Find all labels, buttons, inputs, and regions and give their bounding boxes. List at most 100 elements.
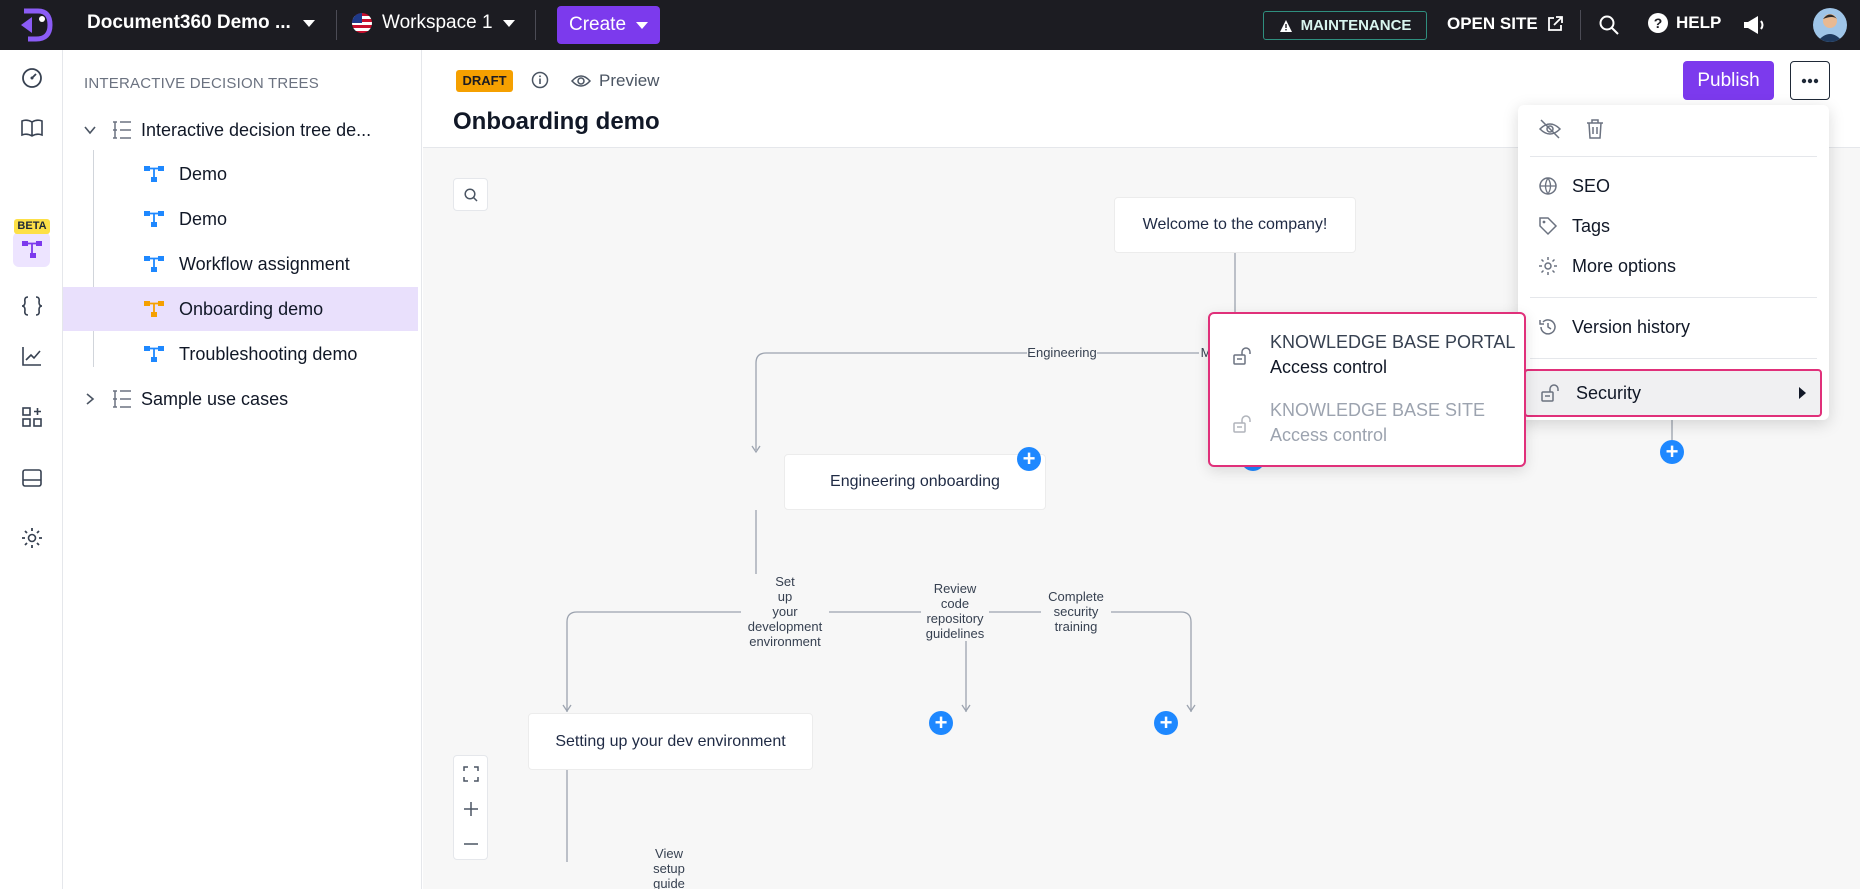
widget-icon[interactable]	[20, 466, 44, 490]
submenu-subtitle: Access control	[1270, 425, 1388, 445]
menu-item-seo[interactable]: SEO	[1538, 168, 1610, 204]
unlock-icon	[1541, 384, 1559, 402]
menu-item-version-history[interactable]: Version history	[1538, 309, 1690, 345]
integrations-icon[interactable]	[20, 405, 44, 429]
tree-folder-interactive[interactable]: Interactive decision tree de...	[63, 108, 418, 152]
maintenance-button[interactable]: MAINTENANCE	[1263, 11, 1427, 40]
tree-item-demo-1[interactable]: Demo	[63, 152, 418, 196]
submenu-heading: KNOWLEDGE BASE PORTAL	[1270, 332, 1516, 352]
edge-label-view-guide: View setup guide	[649, 846, 689, 889]
search-icon[interactable]	[1598, 14, 1620, 36]
history-icon	[1539, 319, 1556, 335]
submenu-item-site-access[interactable]: KNOWLEDGE BASE SITE Access control	[1232, 400, 1485, 446]
code-braces-icon[interactable]	[20, 294, 44, 318]
tree-list-icon	[113, 390, 131, 408]
menu-divider	[1530, 156, 1817, 157]
decision-tree-icon	[144, 211, 164, 227]
workspace-selector[interactable]: Workspace 1	[352, 12, 515, 34]
menu-item-label: SEO	[1572, 175, 1611, 196]
info-icon[interactable]	[530, 70, 550, 90]
analytics-icon[interactable]	[20, 344, 44, 368]
edge-label-set-up: Set up your development environment	[741, 574, 829, 649]
chevron-right-icon[interactable]	[83, 392, 97, 406]
node-dev-environment[interactable]: Setting up your dev environment	[528, 713, 813, 770]
menu-item-more-options[interactable]: More options	[1538, 248, 1676, 284]
book-icon[interactable]	[20, 116, 44, 140]
menu-item-label: Version history	[1572, 316, 1691, 337]
user-avatar[interactable]	[1813, 8, 1847, 42]
chevron-down-icon[interactable]	[83, 123, 97, 137]
preview-button[interactable]: Preview	[571, 71, 659, 91]
tree-item-demo-2[interactable]: Demo	[63, 197, 418, 241]
node-welcome[interactable]: Welcome to the company!	[1114, 197, 1356, 253]
menu-icon-row	[1538, 117, 1606, 141]
decision-tree-icon[interactable]	[20, 238, 44, 262]
menu-item-tags[interactable]: Tags	[1538, 208, 1610, 244]
tree-item-troubleshooting-demo[interactable]: Troubleshooting demo	[63, 332, 418, 376]
globe-icon	[1539, 177, 1557, 195]
zoom-out-button[interactable]	[454, 826, 487, 861]
external-link-icon	[1547, 16, 1563, 31]
canvas-search-button[interactable]	[453, 178, 488, 211]
chevron-down-icon	[302, 19, 315, 27]
more-actions-menu: SEO Tags More options Version history Se…	[1518, 105, 1829, 420]
project-selector[interactable]: Document360 Demo ...	[87, 12, 315, 34]
ellipsis-icon	[1801, 78, 1819, 83]
menu-item-security[interactable]: Security	[1524, 369, 1822, 417]
tree-item-label: Demo	[179, 163, 228, 184]
create-button[interactable]: Create	[557, 6, 660, 44]
delete-trash-icon[interactable]	[1584, 117, 1606, 141]
menu-item-label: Security	[1576, 382, 1642, 403]
us-flag-icon	[352, 13, 372, 33]
decision-tree-canvas[interactable]: Welcome to the company! Engineering onbo…	[423, 148, 1860, 889]
minus-icon	[463, 842, 478, 845]
menu-divider	[1530, 358, 1817, 359]
tree-item-workflow-assignment[interactable]: Workflow assignment	[63, 242, 418, 286]
unlock-icon	[1233, 347, 1251, 365]
decision-tree-sidebar: INTERACTIVE DECISION TREES Interactive d…	[63, 50, 422, 889]
add-node-button[interactable]: +	[1660, 440, 1684, 464]
settings-gear-icon[interactable]	[20, 526, 44, 550]
publish-button[interactable]: Publish	[1683, 61, 1774, 100]
help-button[interactable]: ? HELP	[1648, 13, 1721, 33]
fit-view-button[interactable]	[454, 756, 487, 791]
submenu-item-portal-access[interactable]: KNOWLEDGE BASE PORTAL Access control	[1232, 332, 1515, 378]
add-node-button[interactable]: +	[1154, 711, 1178, 735]
open-site-link[interactable]: OPEN SITE	[1447, 14, 1564, 34]
add-node-button[interactable]: +	[1017, 447, 1041, 471]
tree-item-label: Onboarding demo	[179, 298, 324, 319]
document360-logo-icon[interactable]	[18, 7, 54, 43]
divider	[336, 10, 337, 40]
tree-item-label: Demo	[179, 208, 228, 229]
security-submenu: KNOWLEDGE BASE PORTAL Access control KNO…	[1208, 312, 1526, 467]
dashboard-icon[interactable]	[20, 66, 44, 90]
page-title: Onboarding demo	[453, 108, 660, 135]
node-engineering-onboarding[interactable]: Engineering onboarding	[784, 454, 1046, 510]
workspace-name: Workspace 1	[382, 12, 493, 33]
gear-icon	[1539, 257, 1557, 275]
hide-eye-icon[interactable]	[1538, 117, 1562, 141]
chevron-down-icon	[636, 21, 649, 29]
divider	[535, 10, 536, 40]
tree-folder-sample-use-cases[interactable]: Sample use cases	[63, 377, 418, 421]
submenu-item-text: KNOWLEDGE BASE PORTAL Access control	[1270, 332, 1515, 378]
project-name: Document360 Demo ...	[87, 12, 291, 33]
more-actions-button[interactable]	[1790, 61, 1830, 100]
decision-tree-icon	[144, 256, 164, 272]
search-icon	[463, 187, 478, 202]
chevron-down-icon	[502, 19, 515, 27]
warning-icon	[1279, 19, 1292, 32]
edge-label-engineering: Engineering	[1027, 345, 1097, 360]
tree-item-onboarding-demo[interactable]: Onboarding demo	[63, 287, 418, 331]
submenu-item-text: KNOWLEDGE BASE SITE Access control	[1270, 400, 1485, 446]
zoom-in-button[interactable]	[454, 791, 487, 826]
tree-item-label: Interactive decision tree de...	[141, 119, 372, 140]
tree-guide-line	[93, 150, 94, 367]
fullscreen-icon	[462, 765, 479, 782]
submenu-arrow-icon	[1799, 387, 1806, 399]
create-label: Create	[568, 14, 627, 35]
beta-badge: BETA	[14, 219, 50, 234]
user-avatar-icon	[1817, 14, 1843, 42]
megaphone-icon[interactable]	[1741, 13, 1765, 37]
add-node-button[interactable]: +	[929, 711, 953, 735]
